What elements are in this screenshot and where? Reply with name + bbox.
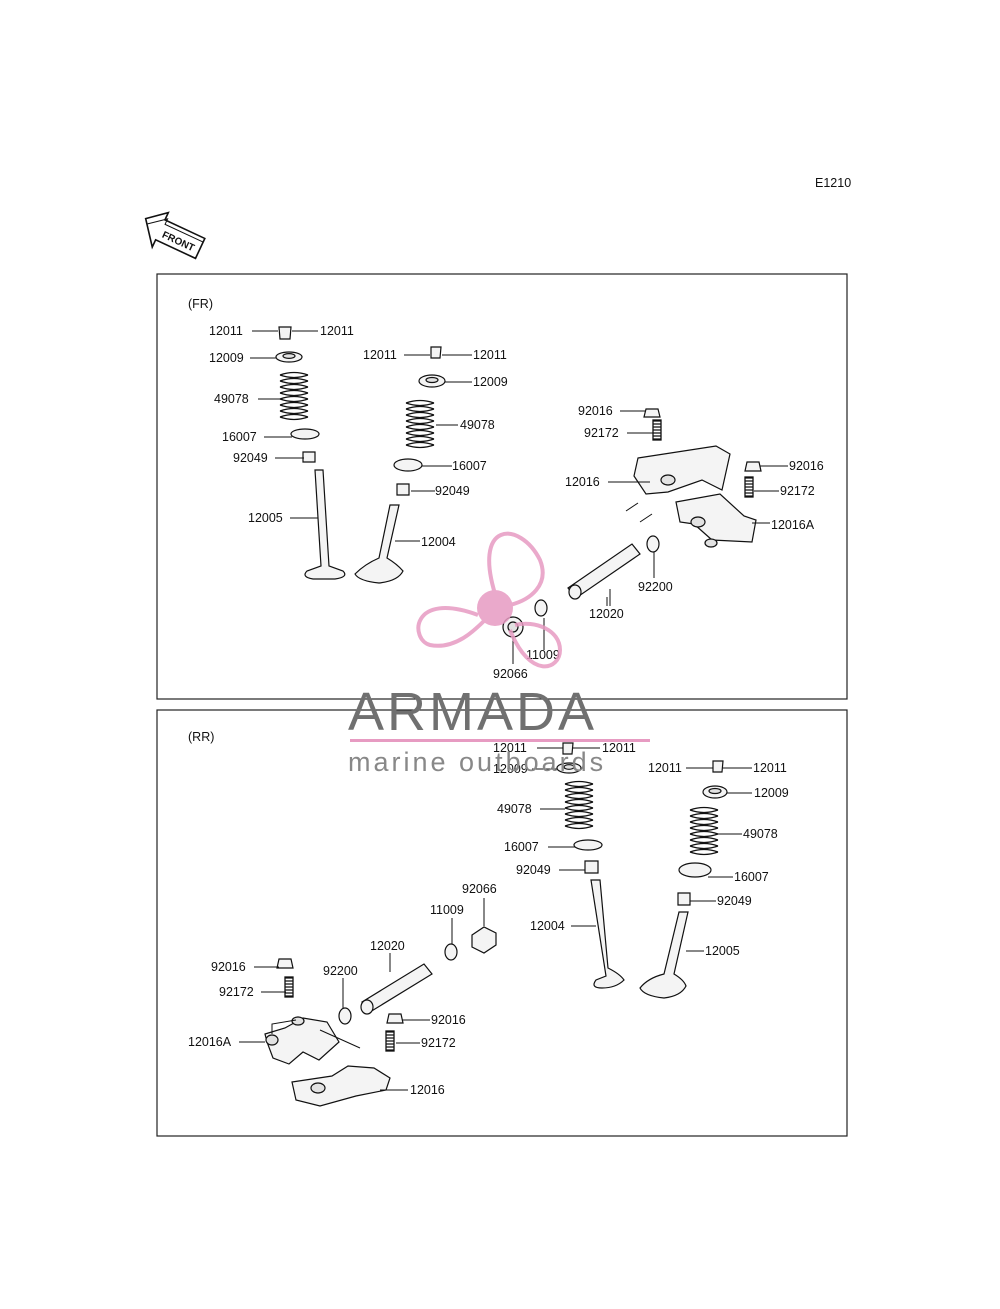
rr-part-labels: 12011 12011 12009 49078 16007 92049 1200… (188, 741, 789, 1097)
fr-right-valve-assembly (354, 346, 446, 584)
part-number-label: 12016 (565, 475, 600, 489)
part-number-label: 12011 (493, 741, 527, 755)
part-number-label: 92049 (435, 484, 470, 498)
part-number-label: 92172 (219, 985, 254, 999)
part-number-label: 12009 (493, 762, 528, 776)
part-number-label: 11009 (526, 648, 560, 662)
part-number-label: 92016 (431, 1013, 466, 1027)
part-number-label: 12004 (530, 919, 565, 933)
part-number-label: 92066 (462, 882, 497, 896)
part-number-label: 92200 (638, 580, 673, 594)
part-number-label: 92049 (233, 451, 268, 465)
part-number-label: 12011 (320, 324, 354, 338)
part-number-label: 12009 (473, 375, 508, 389)
part-number-label: 92016 (578, 404, 613, 418)
fr-section-label: (FR) (188, 297, 213, 311)
part-number-label: 16007 (222, 430, 257, 444)
part-number-label: 12016A (771, 518, 815, 532)
watermark-tagline: marine outboards (348, 747, 606, 777)
fr-section-frame (156, 273, 848, 700)
rr-leader-lines (239, 747, 752, 1091)
part-number-label: 12011 (602, 741, 636, 755)
watermark-propeller-logo-icon (416, 531, 563, 669)
fr-rocker-arm-assembly (633, 408, 762, 548)
fr-rocker-shaft-assembly (502, 535, 660, 638)
part-number-label: 92049 (516, 863, 551, 877)
part-number-label: 92172 (780, 484, 815, 498)
part-number-label: 16007 (504, 840, 539, 854)
part-number-label: 12020 (370, 939, 405, 953)
part-number-label: 12005 (705, 944, 740, 958)
part-number-label: 12004 (421, 535, 456, 549)
fr-leader-lines (250, 330, 788, 664)
part-number-label: 12011 (363, 348, 397, 362)
rr-left-valve-assembly (556, 742, 625, 989)
rr-section-frame (156, 709, 848, 1137)
part-number-label: 12016A (188, 1035, 232, 1049)
part-number-label: 92049 (717, 894, 752, 908)
part-number-label: 12009 (209, 351, 244, 365)
part-number-label: 16007 (452, 459, 487, 473)
part-number-label: 12016 (410, 1083, 445, 1097)
fr-left-valve-assembly (275, 326, 346, 580)
part-number-label: 12009 (754, 786, 789, 800)
front-arrow-icon: FRONT (144, 211, 206, 260)
part-number-label: 49078 (743, 827, 778, 841)
part-number-label: 12011 (473, 348, 507, 362)
fr-part-labels: 12011 12011 12009 49078 16007 92049 1200… (209, 324, 824, 681)
diagram-code: E1210 (815, 176, 851, 190)
part-number-label: 16007 (734, 870, 769, 884)
part-number-label: 49078 (497, 802, 532, 816)
watermark-brand: ARMADA (348, 682, 597, 742)
rr-rocker-shaft-assembly (338, 926, 497, 1025)
part-number-label: 49078 (214, 392, 249, 406)
part-number-label: 12005 (248, 511, 283, 525)
part-number-label: 92016 (211, 960, 246, 974)
rr-rocker-arm-assembly (264, 958, 404, 1107)
part-number-label: 92172 (421, 1036, 456, 1050)
part-number-label: 12011 (648, 761, 682, 775)
part-number-label: 92016 (789, 459, 824, 473)
watermark-divider (350, 739, 650, 742)
rr-section-label: (RR) (188, 730, 214, 744)
part-number-label: 11009 (430, 903, 464, 917)
part-number-label: 92200 (323, 964, 358, 978)
part-number-label: 12011 (753, 761, 787, 775)
part-number-label: 12011 (209, 324, 243, 338)
part-number-label: 49078 (460, 418, 495, 432)
part-number-label: 12020 (589, 607, 624, 621)
rr-right-valve-assembly (639, 760, 728, 999)
part-number-label: 92066 (493, 667, 528, 681)
part-number-label: 92172 (584, 426, 619, 440)
